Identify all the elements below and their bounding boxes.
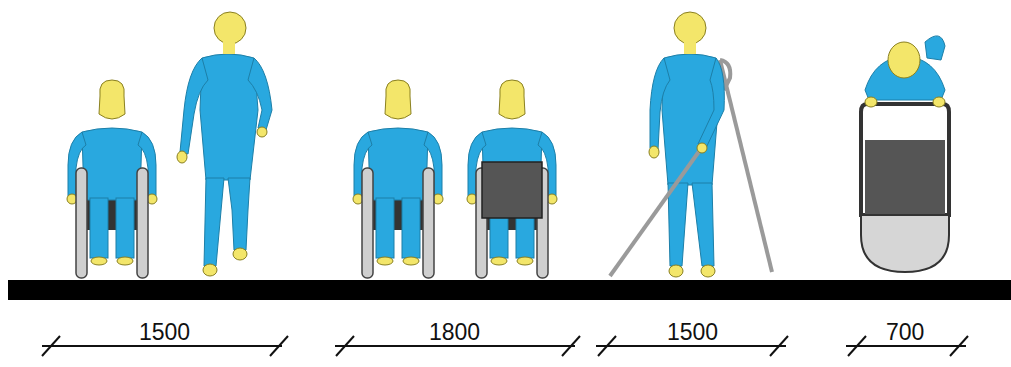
leg: [228, 178, 250, 250]
walking-person: [177, 12, 272, 276]
head: [888, 42, 920, 78]
dimension-tick: [598, 336, 616, 356]
dimension-line: [42, 345, 282, 347]
arm: [698, 58, 724, 148]
hand: [697, 143, 707, 153]
dimension-label: 1500: [139, 321, 190, 344]
head: [674, 12, 706, 44]
dimension-tick: [770, 336, 788, 356]
floor: [8, 280, 1011, 300]
foot: [669, 265, 683, 277]
dimension-line: [335, 345, 575, 347]
raised-arm: [925, 36, 945, 60]
footrest: [861, 215, 949, 272]
foot: [203, 264, 217, 276]
dimension-tick: [848, 336, 866, 356]
leg: [668, 183, 688, 266]
hand: [177, 151, 187, 163]
dimension-tick: [42, 336, 60, 356]
chair-backrest: [482, 162, 542, 218]
dimension-tick: [562, 336, 580, 356]
arm: [180, 58, 208, 154]
hand: [865, 97, 877, 107]
wheelchair-user: [67, 80, 157, 278]
hand: [257, 127, 267, 137]
foot: [233, 248, 247, 260]
foot: [701, 265, 715, 277]
crutch: [720, 60, 772, 272]
torso: [200, 54, 258, 180]
neck: [223, 42, 235, 54]
hand: [649, 146, 659, 158]
hand: [933, 97, 945, 107]
dimension-label: 1500: [667, 321, 718, 344]
neck: [684, 42, 696, 54]
wheelchair-user-back: [467, 80, 557, 278]
seat: [865, 140, 945, 215]
arm: [650, 58, 670, 150]
dimension-tick: [950, 336, 968, 356]
dimension-tick: [270, 336, 288, 356]
arm: [248, 58, 272, 130]
head: [214, 12, 246, 44]
dimension-line: [846, 345, 966, 347]
chair-frame: [861, 104, 949, 215]
wheelchair-user: [467, 80, 557, 278]
wheelchair-top-view: [861, 36, 949, 272]
leg: [692, 183, 714, 266]
leg: [204, 178, 224, 266]
wheelchair-user: [353, 80, 443, 278]
dimension-label: 1800: [429, 321, 480, 344]
white-cane: [610, 150, 700, 276]
dimension-line: [596, 345, 786, 347]
person-with-cane: [610, 12, 772, 277]
dimension-tick: [336, 336, 354, 356]
dimension-label: 700: [886, 321, 924, 344]
